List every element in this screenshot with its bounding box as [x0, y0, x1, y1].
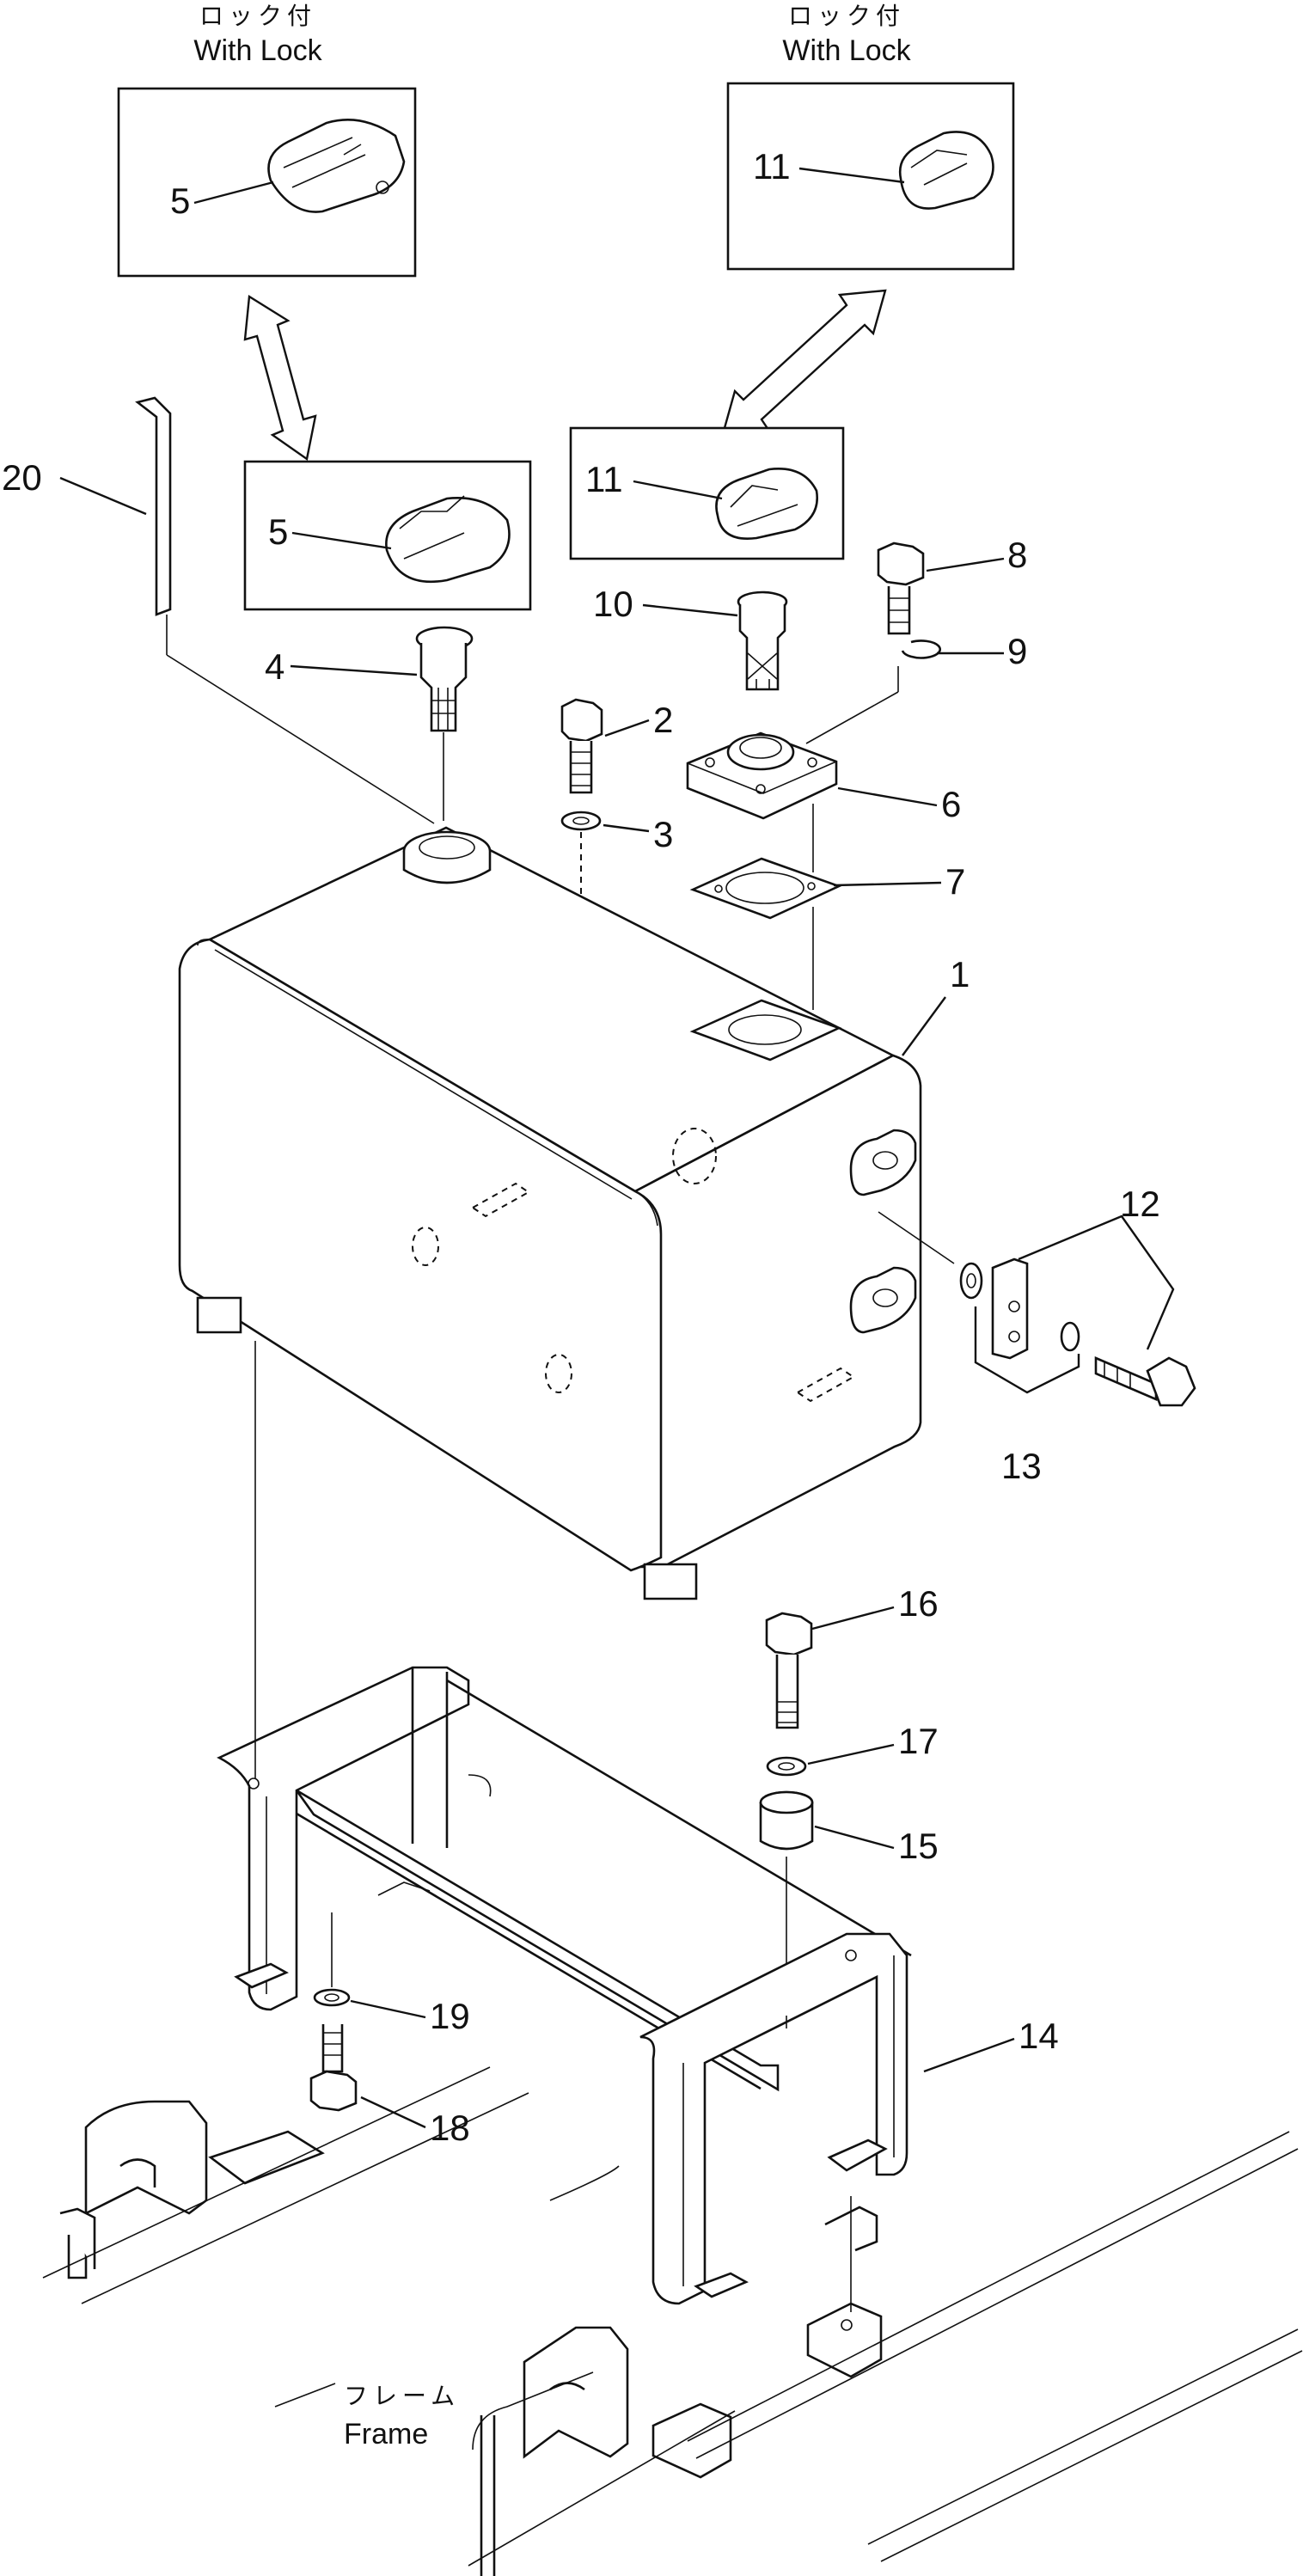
frame-label-jp: フレーム	[344, 2383, 460, 2409]
washer-part-3	[560, 811, 602, 831]
bolt-part-8	[877, 542, 925, 635]
callout-5-mid: 5	[268, 511, 288, 552]
callout-19: 19	[430, 1996, 470, 2036]
callout-2: 2	[653, 700, 673, 740]
washer-part-17	[766, 1756, 807, 1777]
inset-left-caption-en: With Lock	[193, 34, 322, 67]
locking-cap-icon	[267, 119, 406, 213]
strainer-part-4	[415, 626, 474, 732]
callout-14: 14	[1019, 2016, 1059, 2056]
inset-box-cap-with-lock-right	[726, 82, 1015, 271]
callout-6: 6	[941, 784, 961, 824]
callout-18: 18	[430, 2108, 470, 2148]
callout-11-mid: 11	[585, 459, 623, 499]
frame-label-en: Frame	[344, 2418, 428, 2451]
cover-plate-part-6	[686, 731, 838, 820]
clamp-block	[991, 1257, 1029, 1360]
callout-7: 7	[945, 861, 965, 902]
callout-20: 20	[2, 457, 42, 498]
callout-9: 9	[1007, 631, 1027, 671]
callout-13: 13	[1001, 1446, 1042, 1486]
bolt-part-18	[309, 2024, 358, 2112]
spacer-part-15	[759, 1790, 814, 1851]
gasket-part-7	[689, 857, 842, 920]
washer-small	[1060, 1321, 1080, 1352]
callout-8: 8	[1007, 535, 1027, 575]
strainer-part-10	[737, 590, 788, 691]
bolt-part-2	[560, 698, 603, 794]
washer-large	[959, 1262, 983, 1300]
washer-part-9	[901, 639, 942, 659]
callout-17: 17	[898, 1721, 939, 1761]
swap-arrow-right	[721, 289, 887, 436]
inset-box-cap-with-lock-left	[117, 87, 417, 278]
callout-10: 10	[593, 584, 633, 624]
callout-12: 12	[1120, 1184, 1160, 1224]
callout-5-top: 5	[170, 181, 190, 221]
inset-right-caption-en: With Lock	[782, 34, 911, 67]
cap-box-standard-right	[569, 426, 845, 560]
callout-3: 3	[653, 814, 673, 854]
locking-cap-icon	[898, 131, 994, 210]
callout-4: 4	[265, 646, 284, 687]
callout-1: 1	[950, 954, 970, 994]
strip-part-20	[135, 396, 172, 616]
inset-right-caption-jp: ロック付	[788, 3, 905, 29]
hydraulic-tank-part-1	[178, 826, 922, 1600]
bolt-part-16	[765, 1612, 813, 1729]
swap-arrow-left	[243, 294, 317, 462]
callout-16: 16	[898, 1583, 939, 1624]
callout-11-top: 11	[753, 146, 791, 187]
filler-cap-icon	[715, 468, 819, 540]
washer-part-19	[313, 1988, 351, 2007]
cap-box-standard-left	[243, 460, 532, 611]
callout-15: 15	[898, 1826, 939, 1866]
tank-bracket-part-14	[217, 1666, 912, 2305]
inset-left-caption-jp: ロック付	[199, 3, 316, 29]
bolt-clamp	[1094, 1356, 1196, 1407]
